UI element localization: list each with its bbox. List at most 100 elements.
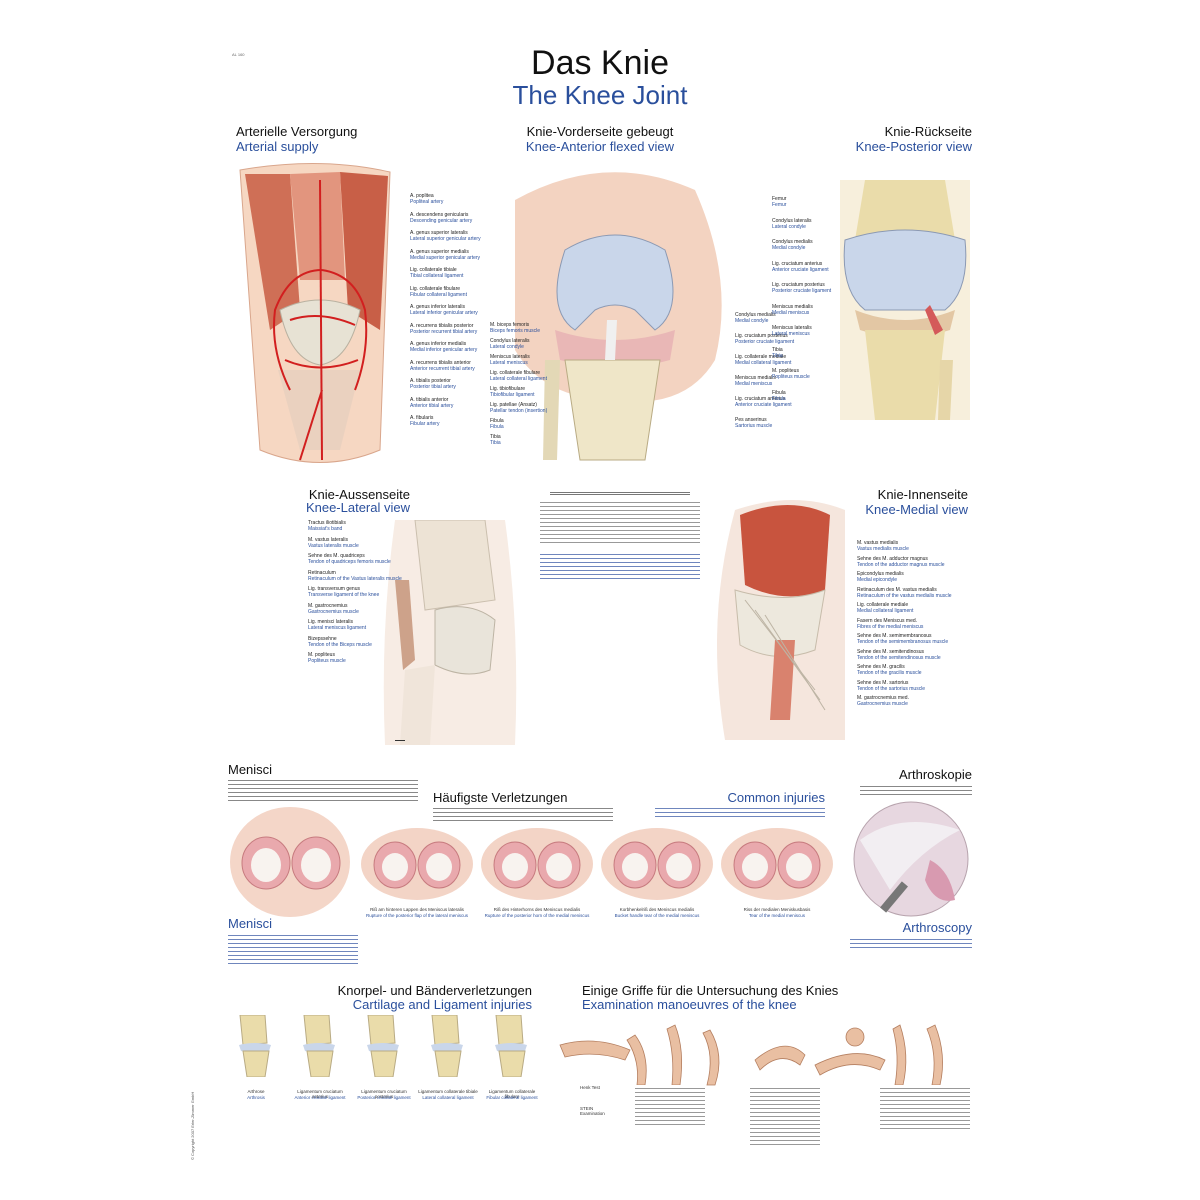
- label-de: A. genus superior lateralis: [410, 230, 468, 236]
- exam-illustrations: [559, 1024, 943, 1086]
- label-de: Condylus medialis: [772, 239, 813, 245]
- arterial-illustration: [239, 162, 391, 463]
- label-de: Lig. collaterale fibulare: [410, 285, 461, 292]
- medial-illustration: [717, 500, 845, 740]
- label-de: A. tibialis anterior: [410, 396, 449, 403]
- label-de: Sehne des M. adductor magnus: [857, 555, 928, 562]
- label-de: A. genus inferior medialis: [410, 341, 467, 347]
- lateral-title-en: Knee-Lateral view: [305, 500, 410, 515]
- exam-title-en: Examination manoeuvres of the knee: [582, 997, 797, 1012]
- label-de: M. gastrocnemius med.: [857, 695, 909, 701]
- label-en: Lateral meniscus ligament: [308, 625, 367, 631]
- cartilage-caption-de: Ligamentum collaterale fibulare: [488, 1089, 536, 1099]
- arthroscopy-title-en: Arthroscopy: [902, 920, 972, 935]
- label-en: Tendon of the semimembranosus muscle: [857, 639, 949, 645]
- label-de: Epicondylus medialis: [857, 571, 904, 577]
- cartilage-title-de: Knorpel- und Bänderverletzungen: [337, 983, 532, 998]
- label-en: Descending genicular artery: [410, 217, 473, 224]
- label-en: Medial condyle: [735, 318, 769, 324]
- label-en: Tibia: [772, 352, 783, 359]
- arthroscopy-illustration: [853, 801, 969, 917]
- cartilage-caption-de: Ligamentum cruciatum anterius: [297, 1089, 343, 1099]
- label-en: Medial collateral ligament: [857, 608, 914, 614]
- page-subtitle: The Knee Joint: [512, 80, 688, 110]
- label-en: Fibula: [490, 424, 504, 430]
- arthroscopy-title-de: Arthroskopie: [899, 767, 972, 782]
- lateral-title-de: Knie-Aussenseite: [308, 487, 410, 502]
- label-en: Femur: [772, 202, 787, 208]
- label-de: A. descendens genicularis: [410, 211, 469, 218]
- anterior-title-de: Knie-Vorderseite gebeugt: [526, 124, 674, 139]
- label-en: Lateral condyle: [772, 223, 806, 230]
- label-de: A. fibularis: [410, 415, 434, 421]
- menisci-title-en: Menisci: [228, 916, 273, 931]
- label-en: Tibia: [490, 440, 501, 446]
- label-en: Fibula: [772, 395, 786, 402]
- anterior-illustration: [515, 172, 722, 461]
- label-en: Medial collateral ligament: [735, 360, 792, 366]
- label-de: Bizepssehne: [308, 635, 337, 642]
- label-en: Fibres of the medial meniscus: [857, 623, 924, 630]
- label-de: A. recurrens tibialis posterior: [410, 322, 474, 329]
- posterior-title-en: Knee-Posterior view: [855, 139, 972, 154]
- label-de: Lig. collaterale fibulare: [490, 370, 541, 376]
- label-en: Tibiofibular ligament: [490, 392, 535, 398]
- label-de: Sehne des M. gracilis: [857, 664, 905, 670]
- label-en: Popliteus muscle: [308, 658, 346, 664]
- label-de: M. vastus medialis: [857, 540, 899, 546]
- menisci-title-de: Menisci: [228, 762, 273, 777]
- label-de: Lig. collaterale mediale: [857, 602, 909, 608]
- label-en: Medial epicondyle: [857, 577, 898, 583]
- menisci-text-de: [228, 777, 418, 801]
- divider-mark: [395, 740, 405, 741]
- injury-caption-de: Riß des Hinterhorns des Meniscus mediali…: [493, 907, 581, 912]
- label-de: Lig. cruciatum posterius: [735, 333, 788, 339]
- label-de: Sehne des M. quadriceps: [308, 553, 365, 559]
- cartilage-caption-en: Posterior cruciate ligament: [357, 1095, 411, 1100]
- label-en: Tendon of quadriceps femoris muscle: [308, 559, 391, 565]
- injury-caption-de: Korbhenkelriß des Meniscus medialis: [619, 907, 695, 912]
- label-en: Medial meniscus: [735, 381, 773, 387]
- label-de: Sehne des M. semitendinosus: [857, 648, 924, 655]
- injury-panel: Riß am hinteren Lappen des Meniscus late…: [358, 825, 476, 925]
- label-en: Gastrocnemius muscle: [857, 701, 908, 707]
- label-de: Lig. cruciatum anterius: [772, 260, 823, 267]
- label-de: Tibia: [772, 346, 783, 353]
- label-en: Lateral meniscus: [772, 331, 810, 337]
- injuries-text-en: [655, 805, 825, 817]
- label-de: A. genus superior medialis: [410, 248, 469, 255]
- label-de: Lig. tibiofibulare: [490, 386, 526, 392]
- medial-title-en: Knee-Medial view: [865, 502, 968, 517]
- label-en: Lateral superior genicular artery: [410, 236, 481, 242]
